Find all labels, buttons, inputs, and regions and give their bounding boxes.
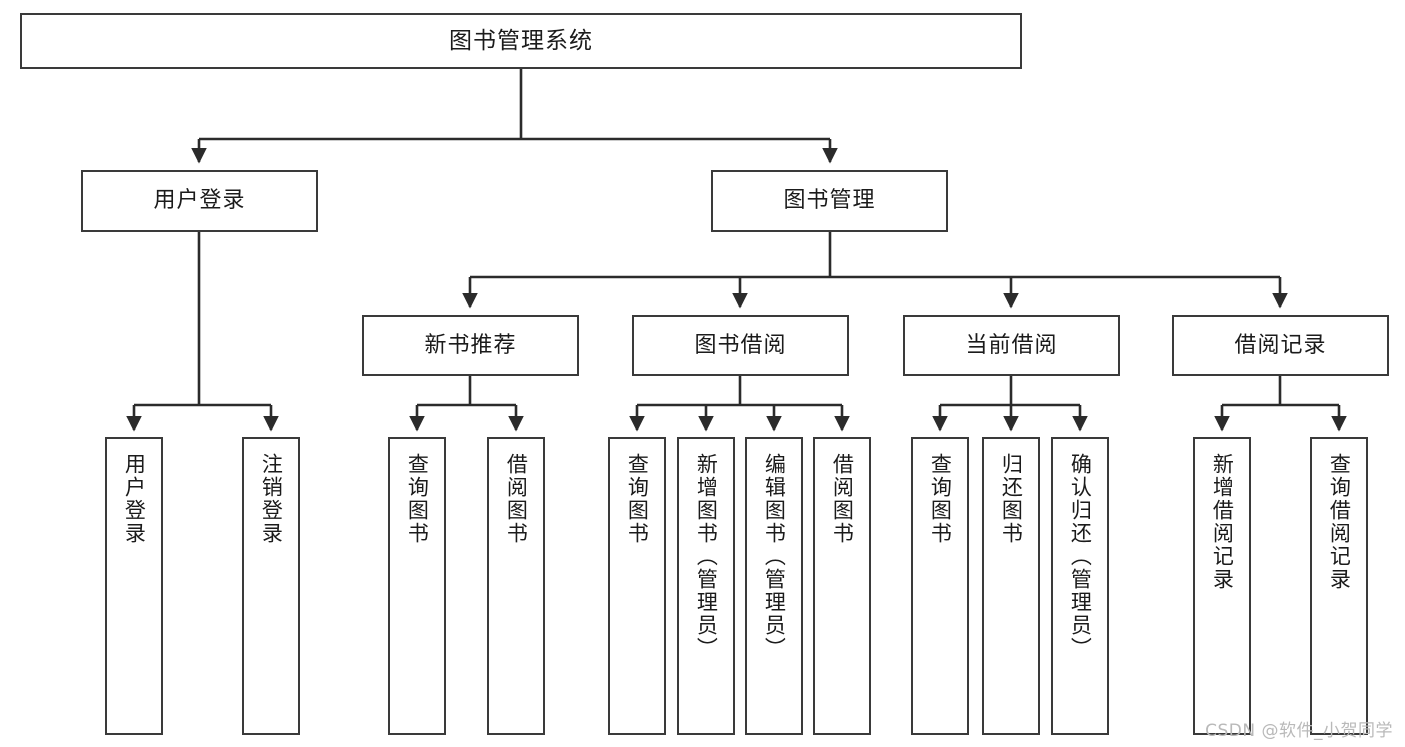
node-user-login[interactable]: 用户登录 (81, 170, 318, 232)
node-label: 新书推荐 (424, 332, 517, 358)
node-book-manage[interactable]: 图书管理 (711, 170, 948, 232)
leaf-query-book-1[interactable]: 查询图书 (388, 437, 446, 735)
node-label: 查询图书 (625, 453, 650, 545)
node-current-borrow[interactable]: 当前借阅 (903, 315, 1120, 376)
node-label: 借阅图书 (830, 453, 855, 545)
leaf-borrow-book-1[interactable]: 借阅图书 (487, 437, 545, 735)
leaf-add-book[interactable]: 新增图书（管理员） (677, 437, 735, 735)
node-label: 图书借阅 (694, 332, 787, 358)
node-new-book-recommend[interactable]: 新书推荐 (362, 315, 579, 376)
node-label: 查询图书 (405, 453, 430, 545)
node-root-system[interactable]: 图书管理系统 (20, 13, 1022, 69)
leaf-edit-book[interactable]: 编辑图书（管理员） (745, 437, 803, 735)
node-label: 新增图书（管理员） (694, 453, 719, 660)
node-book-borrow[interactable]: 图书借阅 (632, 315, 849, 376)
node-label: 图书管理 (783, 188, 876, 214)
leaf-query-record[interactable]: 查询借阅记录 (1310, 437, 1368, 735)
leaf-logout-login[interactable]: 注销登录 (242, 437, 300, 735)
node-label: 注销登录 (259, 453, 284, 545)
node-label: 用户登录 (153, 188, 246, 214)
leaf-query-book-3[interactable]: 查询图书 (911, 437, 969, 735)
csdn-watermark: CSDN @软件_小贺同学 (1205, 721, 1393, 741)
node-borrow-record[interactable]: 借阅记录 (1172, 315, 1389, 376)
node-label: 新增借阅记录 (1210, 453, 1235, 591)
node-label: 当前借阅 (965, 332, 1058, 358)
node-label: 归还图书 (999, 453, 1024, 545)
node-label: 图书管理系统 (449, 27, 593, 54)
node-label: 借阅记录 (1234, 332, 1327, 358)
leaf-confirm-return[interactable]: 确认归还（管理员） (1051, 437, 1109, 735)
leaf-query-book-2[interactable]: 查询图书 (608, 437, 666, 735)
node-label: 用户登录 (122, 453, 147, 545)
node-label: 查询图书 (928, 453, 953, 545)
node-label: 借阅图书 (504, 453, 529, 545)
node-label: 查询借阅记录 (1327, 453, 1352, 591)
leaf-return-book[interactable]: 归还图书 (982, 437, 1040, 735)
node-label: 确认归还（管理员） (1068, 453, 1093, 660)
leaf-add-record[interactable]: 新增借阅记录 (1193, 437, 1251, 735)
leaf-user-login[interactable]: 用户登录 (105, 437, 163, 735)
leaf-borrow-book-2[interactable]: 借阅图书 (813, 437, 871, 735)
node-label: 编辑图书（管理员） (762, 453, 787, 660)
